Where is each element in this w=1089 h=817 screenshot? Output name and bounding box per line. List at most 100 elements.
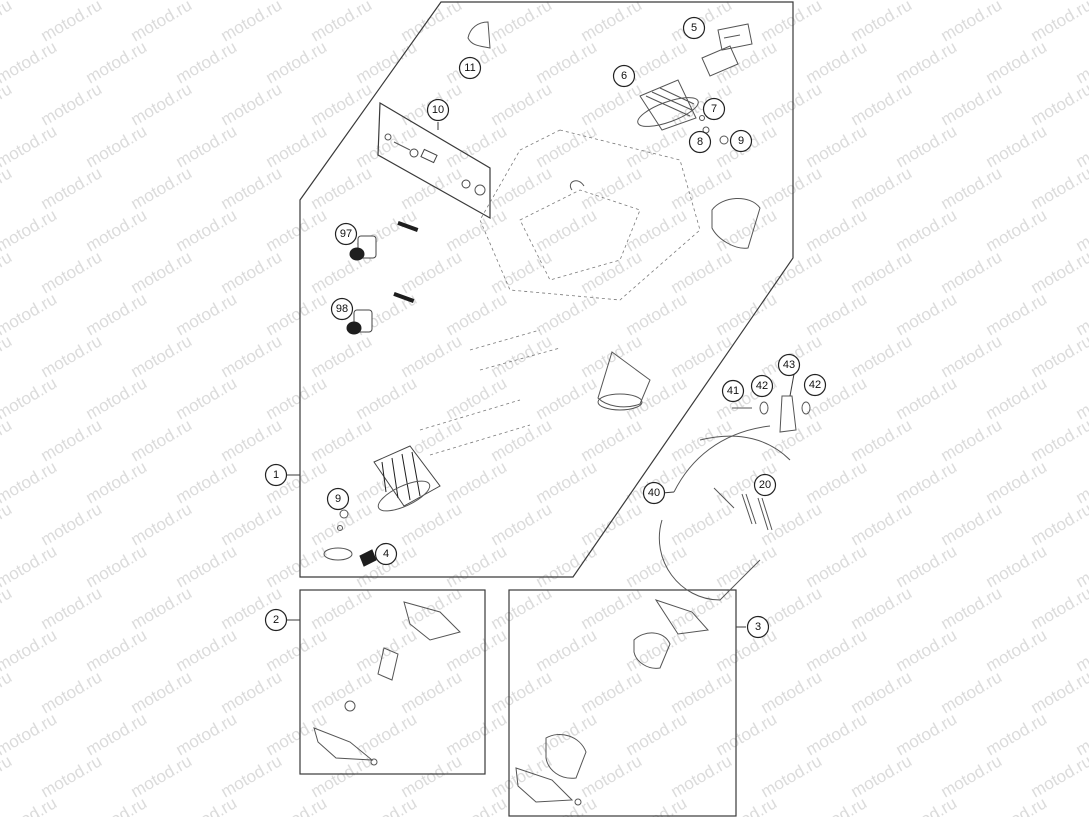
watermark-text: motod.ru [263, 37, 331, 87]
watermark-text: motod.ru [938, 499, 1006, 549]
watermark-text: motod.ru [488, 499, 556, 549]
watermark-text: motod.ru [263, 121, 331, 171]
watermark-text: motod.ru [1073, 373, 1089, 423]
intake-tube [469, 329, 561, 371]
watermark-text: motod.ru [0, 541, 60, 591]
part-7-screw [699, 115, 705, 121]
watermark-text: motod.ru [0, 709, 60, 759]
watermark-text: motod.ru [848, 751, 916, 801]
svg-text:97: 97 [340, 228, 352, 240]
watermark-text: motod.ru [848, 499, 916, 549]
svg-text:9: 9 [335, 493, 341, 505]
part-43-bracket [779, 395, 797, 433]
watermark-text: motod.ru [128, 415, 196, 465]
svg-text:40: 40 [648, 487, 660, 499]
watermark-text: motod.ru [1028, 163, 1089, 213]
watermark-text: motod.ru [263, 289, 331, 339]
callout-98: 98 [330, 297, 354, 321]
watermark-text: motod.ru [218, 415, 286, 465]
watermark-text: motod.ru [128, 247, 196, 297]
callout-2: 2 [264, 608, 288, 632]
watermark-text: motod.ru [1028, 331, 1089, 381]
callout-43: 43 [777, 353, 801, 377]
watermark-text: motod.ru [1073, 37, 1089, 87]
watermark-text: motod.ru [668, 247, 736, 297]
callout-9-lower: 9 [326, 487, 350, 511]
watermark-text: motod.ru [668, 79, 736, 129]
watermark-text: motod.ru [1028, 247, 1089, 297]
watermark-text: motod.ru [938, 415, 1006, 465]
watermark-text: motod.ru [758, 415, 826, 465]
watermark-text: motod.ru [758, 751, 826, 801]
watermark-text: motod.ru [218, 751, 286, 801]
part-ring-seal [323, 547, 353, 561]
watermark-text: motod.ru [1028, 583, 1089, 633]
watermark-text: motod.ru [38, 499, 106, 549]
watermark-text: motod.ru [488, 751, 556, 801]
svg-text:2: 2 [273, 614, 279, 626]
callout-42-left: 42 [750, 374, 774, 398]
watermark-text: motod.ru [308, 163, 376, 213]
part-20-spring-a [741, 493, 757, 525]
watermark-text: motod.ru [938, 163, 1006, 213]
part-5-sleeve [701, 45, 739, 77]
part-20-spring-b [757, 497, 773, 531]
watermark-text: motod.ru [803, 289, 871, 339]
watermark-text: motod.ru [983, 709, 1051, 759]
watermark-text: motod.ru [578, 331, 646, 381]
svg-text:4: 4 [383, 548, 389, 560]
watermark-text: motod.ru [38, 751, 106, 801]
watermark-text: motod.ru [218, 499, 286, 549]
part-9-clip-top [719, 135, 729, 145]
callout-7: 7 [702, 97, 726, 121]
watermark-text: motod.ru [983, 205, 1051, 255]
watermark-text: motod.ru [623, 373, 691, 423]
watermark-text: motod.ru [893, 289, 961, 339]
svg-text:43: 43 [783, 359, 795, 371]
part-5-clamp [717, 23, 753, 51]
watermark-text: motod.ru [533, 205, 601, 255]
watermark-text: motod.ru [983, 541, 1051, 591]
group-1-frame [299, 1, 794, 578]
watermark-text: motod.ru [938, 667, 1006, 717]
watermark-text: motod.ru [443, 205, 511, 255]
callout-10: 10 [426, 98, 450, 122]
watermark-text: motod.ru [398, 667, 466, 717]
svg-text:6: 6 [621, 70, 627, 82]
watermark-text: motod.ru [128, 667, 196, 717]
watermark-text: motod.ru [308, 751, 376, 801]
watermark-text: motod.ru [38, 583, 106, 633]
watermark-text: motod.ru [1073, 289, 1089, 339]
watermark-text: motod.ru [263, 709, 331, 759]
part-pin-link [713, 487, 735, 509]
watermark-text: motod.ru [83, 37, 151, 87]
watermark-text: motod.ru [38, 247, 106, 297]
watermark-text: motod.ru [938, 79, 1006, 129]
watermark-text: motod.ru [938, 247, 1006, 297]
svg-text:98: 98 [336, 303, 348, 315]
watermark-text: motod.ru [983, 289, 1051, 339]
watermark-text: motod.ru [83, 793, 151, 817]
watermark-text: motod.ru [803, 625, 871, 675]
callout-8: 8 [688, 130, 712, 154]
watermark-text: motod.ru [623, 709, 691, 759]
watermark-text: motod.ru [623, 289, 691, 339]
watermark-text: motod.ru [443, 541, 511, 591]
watermark-text: motod.ru [83, 541, 151, 591]
watermark-text: motod.ru [578, 79, 646, 129]
watermark-text: motod.ru [398, 583, 466, 633]
watermark-text: motod.ru [173, 457, 241, 507]
watermark-text: motod.ru [0, 457, 60, 507]
watermark-text: motod.ru [173, 121, 241, 171]
watermark-text: motod.ru [893, 541, 961, 591]
watermark-text: motod.ru [893, 709, 961, 759]
part-10-kit-frame [377, 101, 491, 220]
watermark-text: motod.ru [848, 583, 916, 633]
watermark-text: motod.ru [128, 331, 196, 381]
watermark-text: motod.ru [848, 163, 916, 213]
watermark-text: motod.ru [83, 625, 151, 675]
callout-9-top: 9 [729, 129, 753, 153]
watermark-text: motod.ru [533, 541, 601, 591]
watermark-text: motod.ru [128, 583, 196, 633]
part-10-kit-pieces [384, 133, 486, 196]
